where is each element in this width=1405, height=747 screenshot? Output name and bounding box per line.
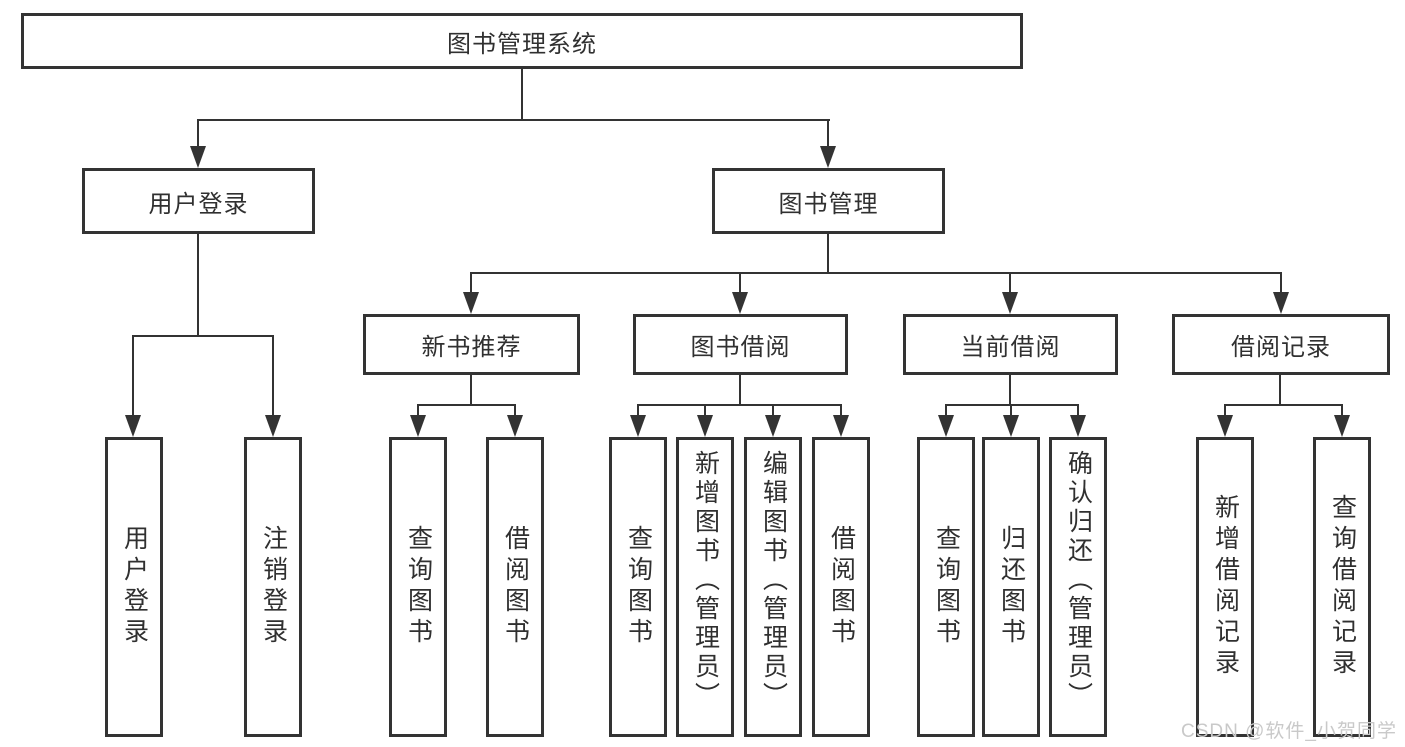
leaf-query-borrow-record: 查询借阅记录 xyxy=(1313,437,1371,737)
connector-line xyxy=(739,374,741,406)
node-user-login: 用户登录 xyxy=(82,168,315,234)
connector-line xyxy=(704,404,706,417)
arrow-down-icon xyxy=(938,415,954,437)
leaf-borrow-books-recommend: 借阅图书 xyxy=(486,437,544,737)
arrow-down-icon xyxy=(765,415,781,437)
node-current-borrowing: 当前借阅 xyxy=(903,314,1118,375)
connector-line xyxy=(132,335,274,337)
connector-line xyxy=(514,404,516,417)
arrow-down-icon xyxy=(463,292,479,314)
arrow-down-icon xyxy=(1334,415,1350,437)
arrow-down-icon xyxy=(833,415,849,437)
connector-line xyxy=(417,404,419,417)
connector-line xyxy=(1010,404,1012,417)
connector-line xyxy=(1279,374,1281,406)
connector-line xyxy=(197,119,199,150)
node-borrowing-records: 借阅记录 xyxy=(1172,314,1390,375)
connector-line xyxy=(470,272,472,294)
node-new-book-recommendation: 新书推荐 xyxy=(363,314,580,375)
connector-line xyxy=(739,272,741,294)
arrow-down-icon xyxy=(697,415,713,437)
leaf-query-books-borrowing: 查询图书 xyxy=(609,437,667,737)
connector-line xyxy=(827,233,829,274)
node-book-borrowing: 图书借阅 xyxy=(633,314,848,375)
arrow-down-icon xyxy=(732,292,748,314)
connector-line xyxy=(945,404,947,417)
leaf-logout: 注销登录 xyxy=(244,437,302,737)
arrow-down-icon xyxy=(1273,292,1289,314)
connector-line xyxy=(521,68,523,121)
connector-line xyxy=(1009,272,1011,294)
connector-line xyxy=(772,404,774,417)
connector-line xyxy=(417,404,516,406)
connector-line xyxy=(1280,272,1282,294)
leaf-edit-books-admin: 编辑图书（管理员） xyxy=(744,437,802,737)
arrow-down-icon xyxy=(630,415,646,437)
connector-line xyxy=(1077,404,1079,417)
arrow-down-icon xyxy=(265,415,281,437)
connector-line xyxy=(197,119,830,121)
arrow-down-icon xyxy=(125,415,141,437)
leaf-add-borrow-record: 新增借阅记录 xyxy=(1196,437,1254,737)
watermark: CSDN @软件_小贺同学 xyxy=(1181,721,1397,742)
leaf-borrow-books-borrowing: 借阅图书 xyxy=(812,437,870,737)
connector-line xyxy=(945,404,1079,406)
node-book-management: 图书管理 xyxy=(712,168,945,234)
arrow-down-icon xyxy=(410,415,426,437)
connector-line xyxy=(1224,404,1226,417)
connector-line xyxy=(637,404,842,406)
connector-line xyxy=(840,404,842,417)
connector-line xyxy=(272,335,274,417)
node-book-system: 图书管理系统 xyxy=(21,13,1023,69)
connector-line xyxy=(1224,404,1343,406)
leaf-user-login: 用户登录 xyxy=(105,437,163,737)
leaf-query-books-current: 查询图书 xyxy=(917,437,975,737)
arrow-down-icon xyxy=(1002,292,1018,314)
connector-line xyxy=(637,404,639,417)
connector-line xyxy=(1009,374,1011,406)
connector-line xyxy=(470,272,1282,274)
arrow-down-icon xyxy=(1070,415,1086,437)
connector-line xyxy=(1341,404,1343,417)
connector-line xyxy=(197,233,199,337)
arrow-down-icon xyxy=(1003,415,1019,437)
connector-line xyxy=(827,119,829,150)
connector-line xyxy=(470,374,472,406)
leaf-confirm-return-admin: 确认归还（管理员） xyxy=(1049,437,1107,737)
arrow-down-icon xyxy=(190,146,206,168)
leaf-return-books: 归还图书 xyxy=(982,437,1040,737)
leaf-add-books-admin: 新增图书（管理员） xyxy=(676,437,734,737)
leaf-query-books-recommend: 查询图书 xyxy=(389,437,447,737)
arrow-down-icon xyxy=(1217,415,1233,437)
connector-line xyxy=(132,335,134,417)
arrow-down-icon xyxy=(820,146,836,168)
arrow-down-icon xyxy=(507,415,523,437)
